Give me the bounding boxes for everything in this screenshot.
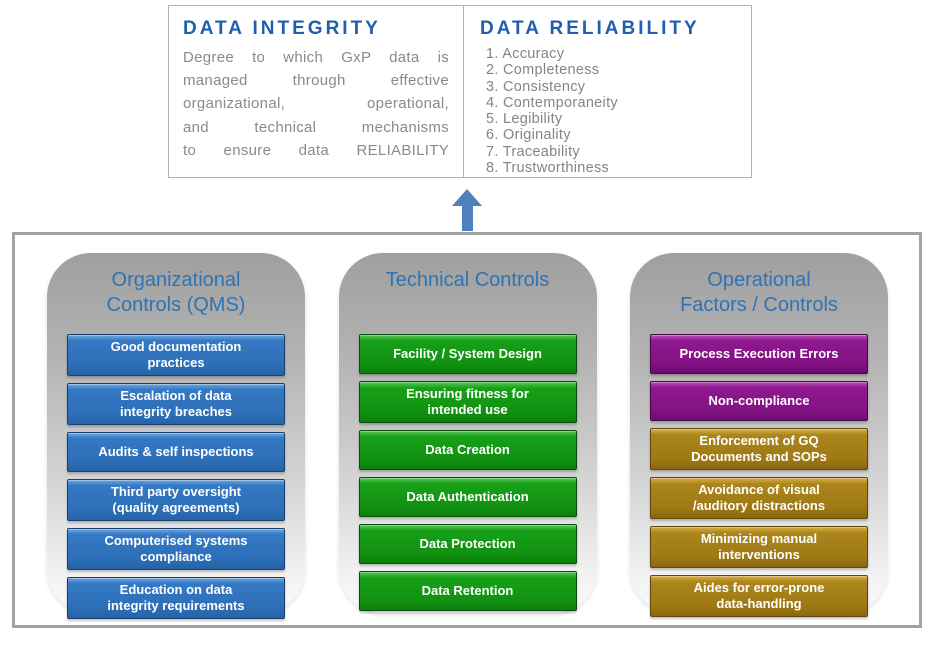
data-reliability-item: 3. Consistency [486,78,586,95]
data-integrity-title: DATA INTEGRITY [183,18,381,39]
item-audits-self-inspections: Audits & self inspections [67,432,285,472]
operational-factors-title: Operational Factors / Controls [680,269,838,316]
controls-panel: Organizational Controls (QMS) Good docum… [12,232,922,628]
technical-controls-title: Technical Controls [385,269,550,291]
item-fitness-intended-use: Ensuring fitness for intended use [358,381,577,423]
data-integrity-box: DATA INTEGRITY Degree to which GxP data … [169,6,464,177]
item-data-retention: Data Retention [358,571,577,611]
item-escalation-integrity-breaches: Escalation of data integrity breaches [67,383,285,425]
data-integrity-body: Degree to which GxP data is managed thro… [183,46,449,162]
organizational-controls-list: Good documentation practices Escalation … [47,333,305,619]
data-integrity-body-line: to ensure data RELIABILITY [183,141,449,159]
technical-controls-column: Technical Controls Facility / System Des… [338,253,597,613]
item-process-execution-errors: Process Execution Errors [650,334,868,374]
item-education-integrity-requirements: Education on data integrity requirements [67,577,285,619]
item-minimizing-manual-interventions: Minimizing manual interventions [650,526,868,568]
item-non-compliance: Non-compliance [650,381,868,421]
item-good-documentation-practices: Good documentation practices [67,334,285,376]
technical-controls-list: Facility / System Design Ensuring fitnes… [339,333,597,611]
data-reliability-item: 6. Originality [486,127,571,144]
organizational-controls-title: Organizational Controls (QMS) [106,269,246,316]
data-reliability-item: 4. Contemporaneity [486,94,618,111]
item-data-creation: Data Creation [358,430,577,470]
item-avoidance-visual-auditory-distractions: Avoidance of visual /auditory distractio… [650,477,868,519]
data-reliability-item: 2. Completeness [486,62,600,79]
operational-factors-column: Operational Factors / Controls Process E… [630,253,888,617]
data-reliability-item: 8. Trustworthiness [486,160,610,177]
up-arrow-head [452,189,482,206]
data-reliability-item: 1. Accuracy [486,46,565,62]
data-integrity-body-line: Degree to which GxP data is [183,49,449,66]
definitions-panel: DATA INTEGRITY Degree to which GxP data … [168,5,752,178]
up-arrow-stem [461,206,473,231]
data-reliability-box: DATA RELIABILITY 1. Accuracy 2. Complete… [464,6,751,177]
data-integrity-body-line: organizational, operational, [183,95,449,113]
data-reliability-item: 7. Traceability [486,143,580,160]
item-data-authentication: Data Authentication [358,477,577,517]
item-data-protection: Data Protection [358,524,577,564]
item-enforcement-gq-documents-sops: Enforcement of GQ Documents and SOPs [650,428,868,470]
up-arrow-icon [452,189,482,231]
data-reliability-title: DATA RELIABILITY [480,18,700,39]
operational-factors-list: Process Execution Errors Non-compliance … [630,333,888,617]
organizational-controls-column: Organizational Controls (QMS) Good docum… [47,253,305,619]
item-aides-error-prone-data-handling: Aides for error-prone data-handling [650,575,868,617]
data-reliability-item: 5. Legibility [486,111,563,128]
data-integrity-body-line: managed through effective [183,72,449,90]
item-facility-system-design: Facility / System Design [358,334,577,374]
item-computerised-systems-compliance: Computerised systems compliance [67,528,285,570]
item-third-party-oversight: Third party oversight (quality agreement… [67,479,285,521]
data-integrity-body-line: and technical mechanisms [183,118,449,136]
data-reliability-list: 1. Accuracy 2. Completeness 3. Consisten… [480,46,741,176]
